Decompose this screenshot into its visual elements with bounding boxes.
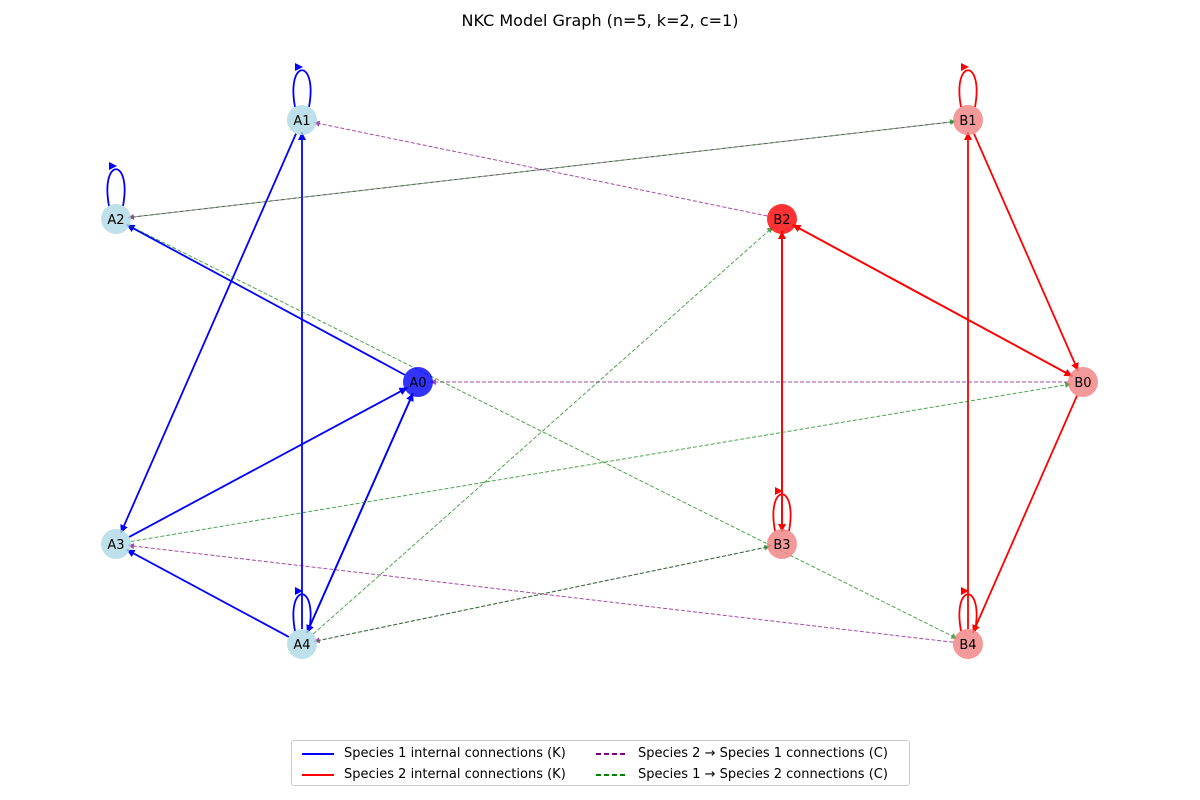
node-label: A0 — [409, 376, 426, 391]
edge-b4-to-b1 — [964, 132, 972, 629]
arrowhead — [127, 543, 135, 550]
node-label: B1 — [959, 114, 976, 129]
edge-b0-to-b2 — [792, 223, 1071, 376]
arrowhead — [961, 63, 969, 71]
node-label: B2 — [773, 213, 790, 228]
edge-line — [129, 225, 958, 640]
node-b0: B0 — [1068, 367, 1098, 397]
legend-swatch-species2-internal — [302, 769, 334, 779]
node-b1: B1 — [953, 105, 983, 135]
edge-a2-to-b1 — [130, 119, 957, 218]
node-label: B4 — [959, 638, 976, 653]
edge-a4-to-b3 — [316, 544, 771, 642]
edge-line — [119, 133, 297, 534]
legend-label: Species 1 → Species 2 connections (C) — [638, 766, 888, 782]
edge-a4-to-b2 — [312, 226, 774, 635]
legend-label: Species 2 internal connections (K) — [344, 766, 566, 782]
node-a4: A4 — [287, 629, 317, 659]
edge-a3-to-a0 — [128, 386, 408, 538]
arrowhead — [949, 119, 957, 126]
edge-b0-to-b4 — [971, 395, 1078, 634]
arrowhead — [964, 132, 972, 140]
node-a3: A3 — [101, 529, 131, 559]
edge-line — [316, 545, 771, 642]
node-circle — [287, 105, 317, 135]
legend-item-species2-internal: Species 2 internal connections (K) — [302, 765, 566, 783]
edge-line — [128, 386, 408, 538]
edge-a1-to-a1 — [292, 63, 312, 108]
legend-label: Species 2 → Species 1 connections (C) — [638, 745, 888, 761]
legend-item-s1-to-s2: Species 1 → Species 2 connections (C) — [596, 765, 888, 783]
node-label: A2 — [107, 213, 124, 228]
node-circle — [767, 204, 797, 234]
legend-item-species1-internal: Species 1 internal connections (K) — [302, 744, 566, 762]
arrowhead — [295, 587, 303, 595]
self-loop-path — [106, 168, 126, 207]
edge-b4-to-a3 — [127, 543, 954, 643]
node-a0: A0 — [403, 367, 433, 397]
edge-b1-to-b0 — [973, 133, 1080, 372]
edge-a4-to-a1 — [298, 132, 306, 629]
edge-b0-to-a0 — [430, 379, 1068, 385]
arrowhead — [961, 587, 969, 595]
edge-line — [973, 133, 1080, 372]
arrowhead — [109, 162, 117, 170]
edge-line — [312, 226, 774, 635]
node-label: B3 — [773, 538, 790, 553]
edge-b2-to-b3 — [778, 234, 786, 532]
legend-label: Species 1 internal connections (K) — [344, 745, 566, 761]
diagram-title: NKC Model Graph (n=5, k=2, c=1) — [461, 11, 739, 30]
edge-b2-to-a1 — [313, 120, 768, 217]
legend-swatch-s2-to-s1 — [596, 748, 628, 758]
node-a2: A2 — [101, 204, 131, 234]
edges-layer — [106, 63, 1080, 644]
edge-line — [306, 395, 413, 634]
edge-line — [971, 395, 1078, 634]
edge-line — [126, 548, 290, 638]
legend-item-s2-to-s1: Species 2 → Species 1 connections (C) — [596, 744, 888, 762]
node-circle — [101, 204, 131, 234]
edge-line — [130, 383, 1072, 543]
edge-a2-to-b4 — [129, 225, 958, 640]
node-a1: A1 — [287, 105, 317, 135]
self-loop-path — [958, 69, 978, 108]
legend: Species 1 internal connections (K) Speci… — [291, 740, 910, 786]
edge-line — [792, 223, 1071, 376]
node-circle — [953, 629, 983, 659]
edge-line — [130, 120, 957, 218]
arrowhead — [298, 132, 306, 140]
node-b2: B2 — [767, 204, 797, 234]
arrowhead — [778, 524, 786, 532]
legend-swatch-species1-internal — [302, 748, 334, 758]
edge-a0-to-a2 — [126, 223, 406, 376]
node-b3: B3 — [767, 529, 797, 559]
edge-line — [126, 223, 406, 376]
node-circle — [403, 367, 433, 397]
node-circle — [1068, 367, 1098, 397]
node-circle — [287, 629, 317, 659]
node-label: B0 — [1074, 376, 1091, 391]
arrowhead — [775, 487, 783, 495]
legend-swatch-s1-to-s2 — [596, 769, 628, 779]
self-loop-path — [292, 69, 312, 108]
node-label: A1 — [293, 114, 310, 129]
node-circle — [101, 529, 131, 559]
edge-a4-to-a3 — [126, 548, 290, 638]
node-label: A3 — [107, 538, 124, 553]
edge-a2-to-a2 — [106, 162, 126, 207]
edge-a0-to-a4 — [306, 395, 413, 634]
node-circle — [767, 529, 797, 559]
arrowhead — [295, 63, 303, 71]
node-b4: B4 — [953, 629, 983, 659]
edge-b1-to-b1 — [958, 63, 978, 108]
edge-a1-to-a3 — [119, 133, 297, 534]
edge-a3-to-b0 — [130, 382, 1072, 543]
node-label: A4 — [293, 638, 310, 653]
node-circle — [953, 105, 983, 135]
